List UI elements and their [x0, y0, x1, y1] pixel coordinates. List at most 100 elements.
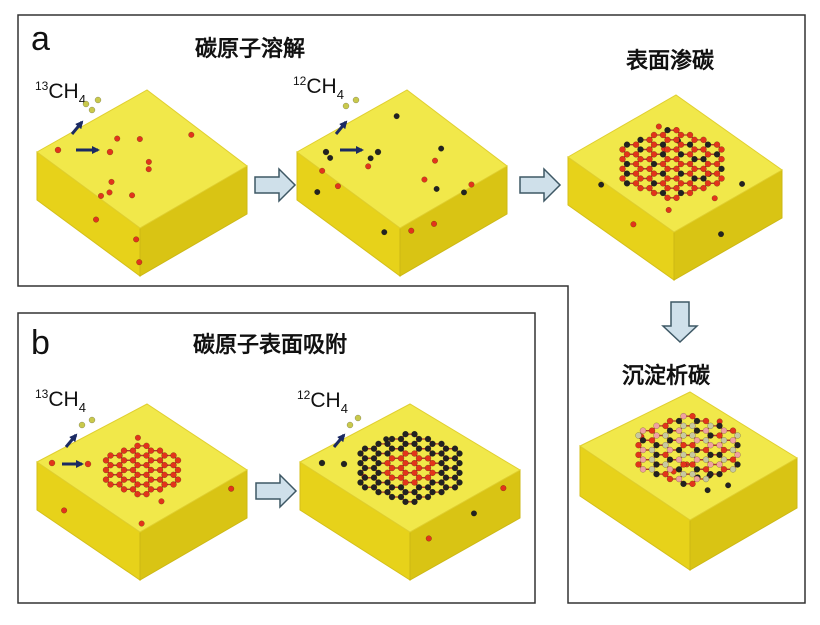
lattice-atom [116, 481, 123, 488]
lattice-atom [704, 141, 712, 148]
lattice-atom [134, 471, 141, 479]
lattice-atom [702, 427, 710, 434]
lattice-atom [143, 471, 150, 479]
dissolved-carbon-atom [470, 510, 478, 517]
lattice-atom [397, 435, 405, 443]
lattice-atom [700, 136, 707, 144]
lattice-atom [619, 146, 626, 153]
lattice-atom [411, 430, 418, 438]
lattice-atom [623, 180, 631, 187]
lattice-atom [662, 451, 669, 459]
lattice-atom [635, 441, 642, 449]
lattice-atom [402, 469, 409, 477]
surface-carbon-atom [374, 148, 382, 156]
lattice-atom [680, 422, 687, 430]
svg-text:12CH4: 12CH4 [293, 74, 344, 102]
lattice-atom [659, 141, 667, 148]
lattice-atom [691, 146, 698, 153]
lattice-atom [415, 484, 423, 491]
process-arrow-down [661, 301, 699, 344]
lattice-atom [675, 446, 683, 454]
dissolved-carbon-atom [136, 135, 143, 143]
lattice-atom [677, 180, 685, 187]
dissolved-carbon-atom [425, 535, 432, 542]
lattice-atom [361, 455, 369, 462]
cube-top-face [36, 89, 248, 229]
lattice-atom [107, 452, 114, 459]
lattice-atom [666, 475, 674, 483]
dissolved-carbon-atom [430, 220, 438, 227]
surface-adsorption-title: 碳原子表面吸附 [193, 332, 347, 358]
dissolved-carbon-atom [136, 259, 143, 266]
lattice-atom [664, 194, 671, 202]
dissolved-carbon-atom [500, 485, 507, 492]
methane-molecule [88, 416, 96, 424]
dissolved-carbon-atom [106, 189, 113, 196]
lattice-atom [648, 437, 656, 444]
dissolved-carbon-atom [367, 155, 374, 162]
lattice-atom [375, 469, 382, 477]
dissolved-carbon-atom [92, 216, 100, 223]
lattice-atom [653, 422, 660, 430]
lattice-atom [734, 441, 741, 449]
lattice-atom [361, 445, 369, 452]
substrate-cube-precipitation [579, 391, 798, 571]
lattice-atom [442, 464, 450, 472]
process-arrow-right [254, 167, 297, 203]
lattice-atom [429, 450, 436, 457]
lattice-atom [664, 126, 671, 134]
lattice-atom [700, 165, 707, 173]
lattice-atom [664, 165, 671, 173]
lattice-atom [646, 146, 653, 153]
lattice-atom [361, 474, 369, 481]
lattice-atom [129, 466, 137, 474]
lattice-atom [143, 481, 150, 488]
lattice-atom [680, 412, 687, 420]
lattice-atom [666, 466, 674, 473]
lattice-atom [700, 155, 707, 163]
methane-molecule [88, 106, 96, 114]
lattice-atom [388, 484, 396, 491]
lattice-atom [451, 484, 459, 491]
lattice-atom [686, 180, 694, 187]
lattice-atom [120, 466, 128, 474]
lattice-atom [686, 189, 694, 197]
lattice-atom [147, 457, 155, 464]
lattice-atom [686, 160, 694, 168]
lattice-atom [384, 479, 391, 486]
lattice-atom [170, 471, 177, 479]
lattice-atom [456, 469, 463, 477]
dissolved-carbon-atom [431, 157, 439, 164]
lattice-atom [646, 184, 653, 192]
dissolved-carbon-atom [327, 154, 334, 161]
lattice-atom [402, 488, 409, 496]
lattice-atom [664, 175, 671, 182]
lattice-atom [388, 445, 396, 452]
surface-carbon-atom [54, 146, 62, 154]
lattice-atom [639, 427, 647, 434]
lattice-atom [397, 493, 405, 501]
lattice-atom [156, 457, 164, 464]
lattice-atom [729, 427, 737, 434]
dissolved-carbon-atom [725, 482, 732, 489]
methane-12-label-a: 12CH4 [293, 74, 344, 102]
lattice-atom [402, 430, 409, 438]
lattice-atom [635, 461, 642, 468]
dissolved-carbon-atom [433, 185, 440, 192]
lattice-atom [659, 180, 667, 187]
lattice-atom [702, 475, 710, 483]
lattice-atom [370, 474, 378, 481]
lattice-atom [637, 146, 644, 153]
lattice-atom [361, 484, 369, 491]
lattice-atom [686, 151, 694, 158]
lattice-atom [707, 441, 714, 449]
lattice-atom [720, 456, 728, 463]
lattice-atom [170, 461, 177, 469]
lattice-atom [646, 155, 653, 163]
lattice-atom [170, 481, 177, 488]
lattice-atom [700, 175, 707, 182]
lattice-atom [623, 151, 631, 158]
lattice-atom [370, 455, 378, 462]
pointer-arrow [332, 433, 346, 448]
